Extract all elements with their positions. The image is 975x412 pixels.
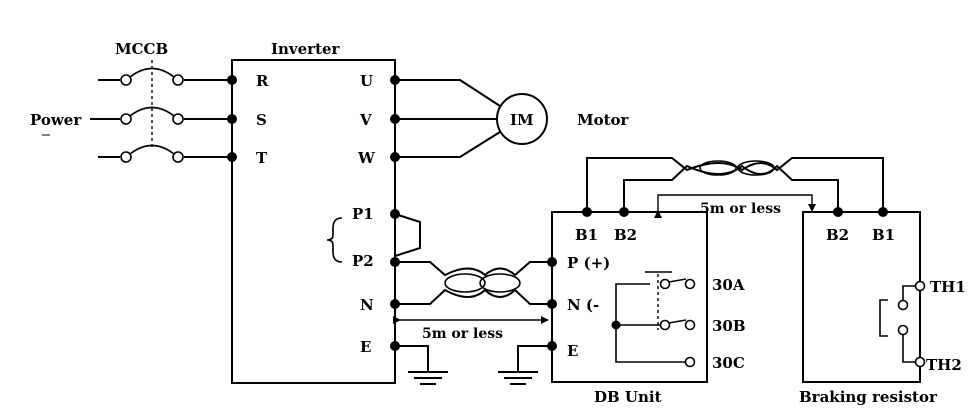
mccb-contact-t-in [120,151,132,163]
relay-contact-b-out [684,319,696,331]
relay-contact-c [684,356,696,368]
mccb-blade-s [129,106,175,117]
thermal-wire-bottom [902,335,920,363]
wire-b1-pair [586,157,884,212]
inverter-block: Inverter R S T U V W P1 P2 N E [227,40,421,384]
terminal-r-label: R [256,72,269,90]
twist-loop-top-right [737,160,775,176]
wire-n-lower [395,288,552,305]
braking-resistor-block: Braking resistor B2 B1 TH1 TH2 [799,207,966,406]
inverter-box [231,59,396,384]
relay-common-dot [611,320,621,330]
relay-30a-label: 30A [712,276,745,294]
relay-contact-a-out [684,278,696,290]
thermal-contact-bottom [897,324,909,336]
distance-label-bottom: 5m or less [422,326,503,342]
power-label: Power [30,111,82,129]
relay-blade-b [668,319,687,324]
ground-inverter-wire [395,345,429,372]
braking-resistor-box [802,211,921,383]
relay-30c-label: 30C [712,354,745,372]
db-b2-label: B2 [614,226,637,244]
mccb-block: MCCB Power [30,40,232,163]
thermal-bracket [879,299,888,337]
wire-p-upper [395,261,552,277]
motor-label: Motor [577,111,630,129]
relay-30b-label: 30B [712,317,746,335]
mccb-contact-s-in [120,113,132,125]
terminal-v-label: V [359,111,372,129]
terminal-w-label: W [357,149,376,167]
db-b1-label: B1 [575,226,598,244]
res-b1-label: B1 [872,226,895,244]
th1-label: TH1 [930,278,966,296]
db-unit-title: DB Unit [594,388,662,406]
p1-p2-jumper [394,213,421,257]
db-unit-block: DB Unit B1 B2 P (+) N (- E 30A 30B 30C [547,207,746,406]
motor-block: IM Motor [395,79,630,158]
motor-circle [496,93,548,145]
relay-contact-b-in [659,319,671,331]
distance-arrow-top [654,194,816,218]
ground-inverter [395,345,448,385]
terminal-n-label: N [360,296,374,314]
b1-b2-twisted-pair: 5m or less [586,157,884,218]
twist-loop-right [479,273,521,293]
thermal-contact-top [897,299,909,311]
mccb-contact-r-out [172,74,184,86]
distance-label-top: 5m or less [700,201,781,217]
mccb-contact-r-in [120,74,132,86]
wire-b2-pair [623,164,839,212]
wire-u-motor [395,79,501,107]
mccb-contact-t-out [172,151,184,163]
mccb-label: MCCB [115,40,168,58]
relay-blade-a [668,278,687,283]
ground-db-unit [498,345,552,385]
terminal-p1-label: P1 [352,205,374,223]
motor-symbol: IM [510,111,534,129]
terminal-u-label: U [360,72,373,90]
terminal-p2-label: P2 [352,252,374,270]
terminal-t-label: T [256,149,268,167]
res-b2-label: B2 [826,226,849,244]
db-n-label: N (- [567,296,599,314]
relay-contact-a-in [659,278,671,290]
terminal-s-label: S [256,111,267,129]
ground-db-wire [517,345,552,372]
braking-resistor-title: Braking resistor [799,388,938,406]
wire-w-motor [395,131,501,158]
th1-terminal [914,280,926,292]
db-unit-box [551,211,708,383]
th2-terminal [914,356,926,368]
twist-loop-top-left [699,160,737,176]
terminal-e-label: E [360,338,371,356]
db-e-label: E [567,342,578,360]
inverter-title: Inverter [271,40,341,58]
db-p-label: P (+) [567,254,610,272]
mccb-contact-s-out [172,113,184,125]
pn-twisted-pair: 5m or less [393,261,552,342]
p1-p2-brace [326,217,343,263]
thermal-wire-top [902,285,920,300]
twist-loop-left [444,273,486,293]
th2-label: TH2 [926,356,962,374]
